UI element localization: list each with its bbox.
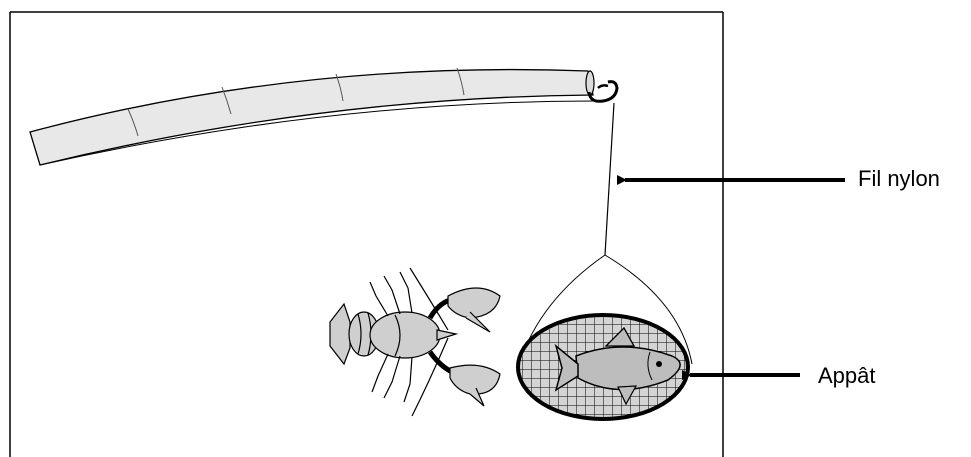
nylon-line	[605, 103, 614, 255]
fishing-line-label: Fil nylon	[858, 166, 940, 192]
fishing-rod-icon	[30, 68, 617, 165]
bait-label: Appât	[818, 363, 876, 389]
crayfish-icon	[330, 268, 500, 416]
